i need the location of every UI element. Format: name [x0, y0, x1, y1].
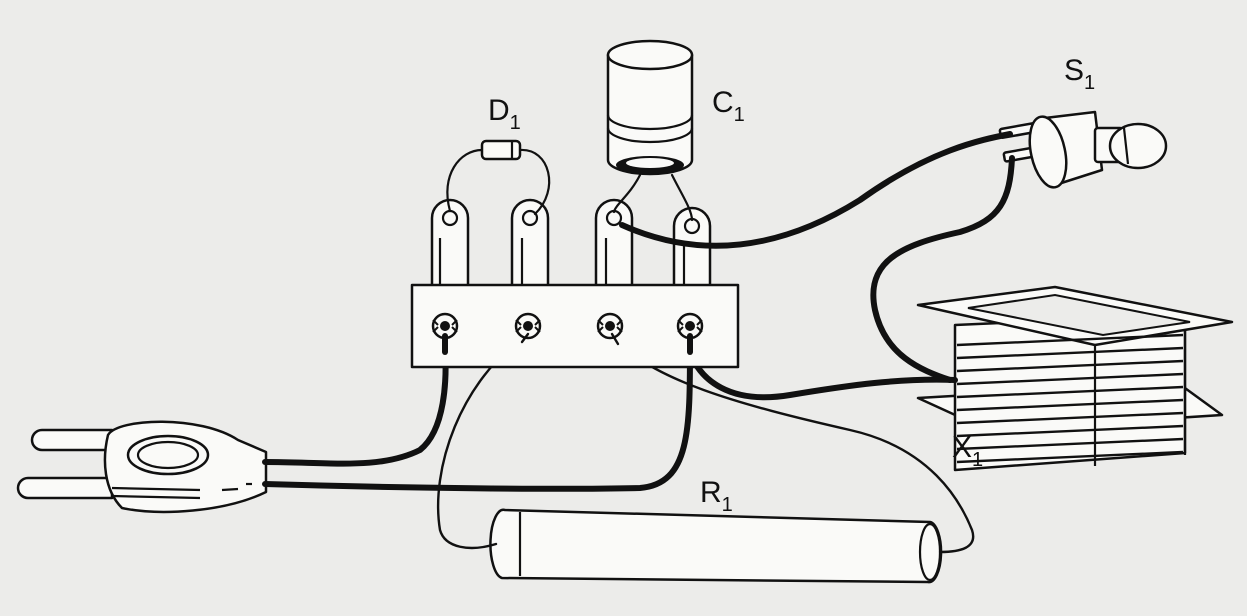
switch-s1 — [998, 110, 1168, 189]
terminal-strip — [410, 283, 740, 369]
capacitor-c1 — [606, 39, 694, 222]
diode-d1 — [446, 139, 551, 216]
screw-terminal — [514, 312, 542, 340]
resistor-label: R1 — [700, 476, 733, 516]
coil-x1 — [916, 285, 1234, 472]
screw-terminal — [596, 312, 624, 340]
power-plug — [16, 420, 268, 514]
terminal-wire-stubs — [442, 332, 693, 355]
resistor-r1 — [489, 508, 943, 584]
diode-label: D1 — [488, 94, 521, 134]
capacitor-label: C1 — [712, 86, 745, 126]
coil-label: X1 — [952, 431, 983, 471]
switch-label: S1 — [1064, 54, 1095, 94]
terminal-lugs — [430, 198, 712, 302]
wires — [262, 131, 1015, 554]
